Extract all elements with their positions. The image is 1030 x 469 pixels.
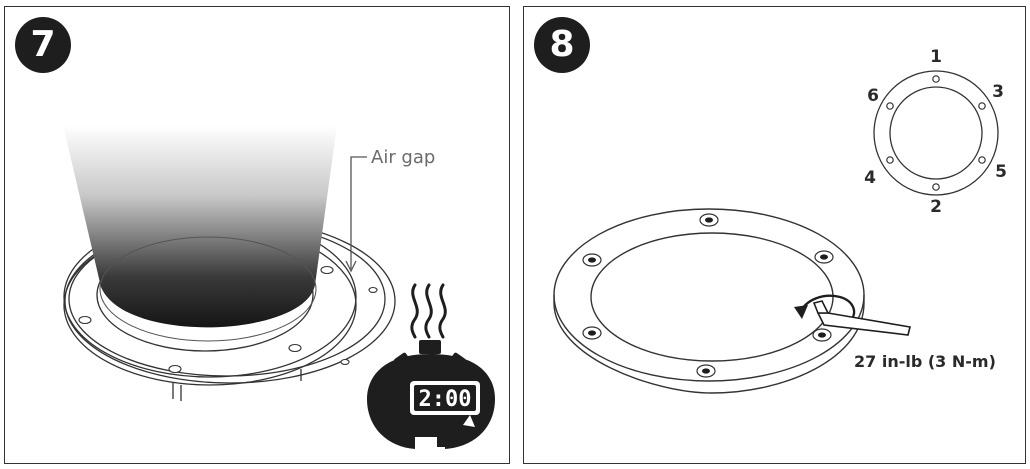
timer-display: 2:00	[419, 387, 472, 412]
sequence-label-1: 1	[930, 47, 942, 67]
rotation-arrow-icon	[798, 294, 856, 322]
sequence-holes	[886, 75, 986, 191]
air-gap-label: Air gap	[371, 147, 435, 168]
sequence-label-2: 2	[930, 197, 942, 217]
step-8-illustration: 1 2 3 4 5 6	[553, 47, 1007, 394]
sequence-label-4: 4	[864, 168, 876, 188]
hex-key-icon	[812, 300, 911, 336]
heat-waves-icon	[410, 283, 447, 339]
step-8-panel: 8 1 2 3 4 5 6	[523, 6, 1026, 464]
step-8-badge: 8	[534, 17, 590, 73]
step-7-illustration: Air gap 2:00	[63, 125, 495, 449]
heat-beam	[63, 125, 337, 328]
torque-label: 27 in-lb (3 N-m)	[854, 352, 996, 371]
air-gap-leader	[350, 156, 367, 269]
sequence-label-6: 6	[867, 86, 879, 106]
bolt-sequence-diagram	[873, 70, 999, 196]
sequence-label-3: 3	[992, 82, 1004, 102]
stopwatch-icon: 2:00	[367, 340, 495, 449]
step-7-panel: 7	[4, 6, 510, 464]
flange-bolts	[582, 213, 834, 378]
sequence-label-5: 5	[995, 162, 1007, 182]
step-7-badge: 7	[15, 17, 71, 73]
